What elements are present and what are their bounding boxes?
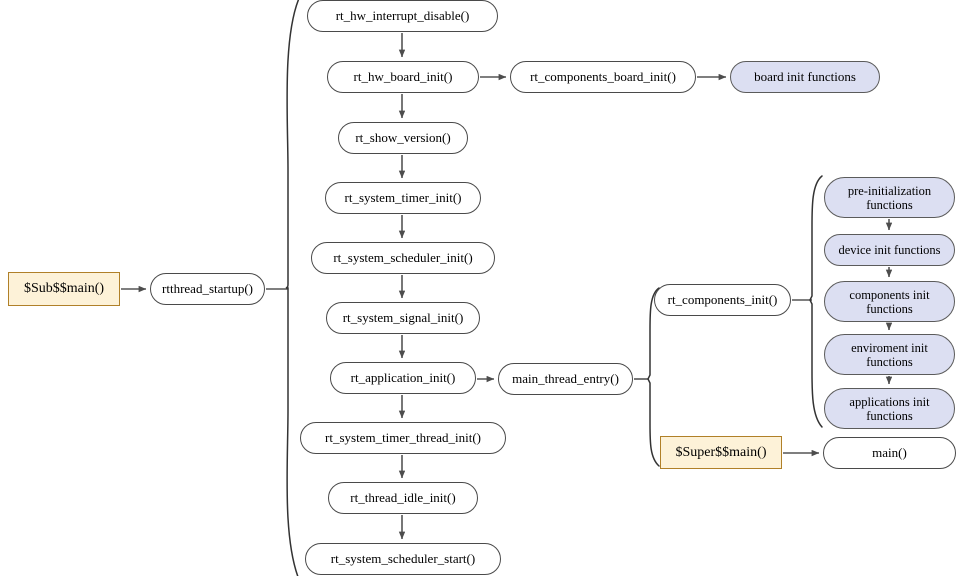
startup-brace bbox=[285, 0, 300, 576]
node-rtthread-startup-label: rtthread_startup() bbox=[162, 280, 253, 296]
node-rt-thread-idle-init[interactable]: rt_thread_idle_init() bbox=[328, 482, 478, 514]
node-rt-system-scheduler-init[interactable]: rt_system_scheduler_init() bbox=[311, 242, 495, 274]
node-rt-application-init-label: rt_application_init() bbox=[350, 369, 456, 385]
components-brace bbox=[809, 175, 823, 428]
node-enviroment-init-functions[interactable]: enviroment init functions bbox=[824, 334, 955, 375]
node-rt-components-board-init[interactable]: rt_components_board_init() bbox=[510, 61, 696, 93]
node-applications-init-functions-label: applications init functions bbox=[849, 394, 930, 423]
node-components-init-functions-label: components init functions bbox=[849, 287, 930, 316]
node-device-init-functions[interactable]: device init functions bbox=[824, 234, 955, 266]
node-rtthread-startup[interactable]: rtthread_startup() bbox=[150, 273, 265, 305]
node-super-main-label: $Super$$main() bbox=[675, 444, 767, 460]
node-sub-main-label: $Sub$$main() bbox=[23, 281, 105, 297]
node-rt-system-timer-thread-init-label: rt_system_timer_thread_init() bbox=[325, 429, 481, 445]
node-applications-init-functions[interactable]: applications init functions bbox=[824, 388, 955, 429]
node-main-thread-entry[interactable]: main_thread_entry() bbox=[498, 363, 633, 395]
node-main-label: main() bbox=[872, 444, 907, 460]
node-rt-hw-interrupt-disable[interactable]: rt_hw_interrupt_disable() bbox=[307, 0, 498, 32]
node-rt-components-init-label: rt_components_init() bbox=[667, 291, 778, 307]
node-device-init-functions-label: device init functions bbox=[838, 243, 941, 257]
node-rt-show-version[interactable]: rt_show_version() bbox=[338, 122, 468, 154]
node-rt-components-init[interactable]: rt_components_init() bbox=[654, 284, 791, 316]
node-main[interactable]: main() bbox=[823, 437, 956, 469]
node-rt-application-init[interactable]: rt_application_init() bbox=[330, 362, 476, 394]
node-rt-show-version-label: rt_show_version() bbox=[355, 129, 451, 145]
node-rt-system-timer-thread-init[interactable]: rt_system_timer_thread_init() bbox=[300, 422, 506, 454]
node-board-init-functions-label: board init functions bbox=[754, 68, 856, 84]
node-rt-thread-idle-init-label: rt_thread_idle_init() bbox=[350, 489, 456, 505]
node-components-init-functions[interactable]: components init functions bbox=[824, 281, 955, 322]
node-main-thread-entry-label: main_thread_entry() bbox=[512, 370, 619, 386]
node-super-main[interactable]: $Super$$main() bbox=[660, 436, 782, 469]
main-thread-brace bbox=[647, 287, 660, 467]
node-rt-system-scheduler-start[interactable]: rt_system_scheduler_start() bbox=[305, 543, 501, 575]
node-board-init-functions[interactable]: board init functions bbox=[730, 61, 880, 93]
node-rt-system-scheduler-start-label: rt_system_scheduler_start() bbox=[330, 550, 476, 566]
node-rt-hw-board-init[interactable]: rt_hw_board_init() bbox=[327, 61, 479, 93]
node-pre-initialization-functions[interactable]: pre-initialization functions bbox=[824, 177, 955, 218]
node-sub-main[interactable]: $Sub$$main() bbox=[8, 272, 120, 306]
node-rt-system-signal-init[interactable]: rt_system_signal_init() bbox=[326, 302, 480, 334]
node-rt-hw-interrupt-disable-label: rt_hw_interrupt_disable() bbox=[335, 7, 470, 23]
node-pre-initialization-functions-label: pre-initialization functions bbox=[847, 183, 932, 212]
node-rt-components-board-init-label: rt_components_board_init() bbox=[530, 68, 676, 84]
node-rt-hw-board-init-label: rt_hw_board_init() bbox=[353, 68, 453, 84]
node-rt-system-timer-init-label: rt_system_timer_init() bbox=[344, 189, 462, 205]
node-rt-system-scheduler-init-label: rt_system_scheduler_init() bbox=[333, 249, 473, 265]
node-enviroment-init-functions-label: enviroment init functions bbox=[851, 340, 928, 369]
node-rt-system-signal-init-label: rt_system_signal_init() bbox=[342, 309, 464, 325]
node-rt-system-timer-init[interactable]: rt_system_timer_init() bbox=[325, 182, 481, 214]
